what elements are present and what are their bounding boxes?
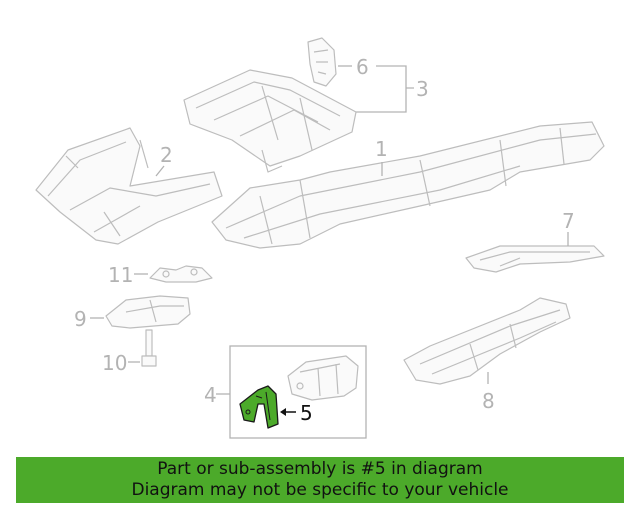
part-2-front-frame[interactable] [35,127,223,245]
part-3-crossmember[interactable] [183,69,357,173]
callout-11[interactable]: 11 [108,263,133,287]
callout-4[interactable]: 4 [204,383,217,407]
part-4-group-box [229,345,367,439]
part-1-frame[interactable] [211,121,605,249]
callout-2[interactable]: 2 [160,143,173,167]
part-7-skid-plate[interactable] [465,245,605,273]
callout-3[interactable]: 3 [416,77,429,101]
info-banner: Part or sub-assembly is #5 in diagram Di… [16,457,624,503]
callout-10[interactable]: 10 [102,351,127,375]
banner-line-2: Diagram may not be specific to your vehi… [131,480,509,500]
callout-7[interactable]: 7 [562,209,575,233]
leader-3-bracket [356,65,414,113]
leader-2 [155,165,165,177]
part-6-bracket[interactable] [307,37,337,87]
part-9-shield[interactable] [105,295,191,329]
callout-1[interactable]: 1 [375,137,388,161]
callout-5[interactable]: 5 [300,401,313,425]
arrowhead-5 [280,408,286,416]
part-11-mount[interactable] [149,265,213,283]
part-10-bolt[interactable] [141,329,157,367]
callout-9[interactable]: 9 [74,307,87,331]
part-4-mount-bracket[interactable] [287,355,359,401]
callout-8[interactable]: 8 [482,389,495,413]
callout-6[interactable]: 6 [356,55,369,79]
part-8-skid-plate[interactable] [403,297,571,385]
banner-line-1: Part or sub-assembly is #5 in diagram [157,459,483,479]
part-5-highlighted-bracket[interactable] [239,385,279,429]
